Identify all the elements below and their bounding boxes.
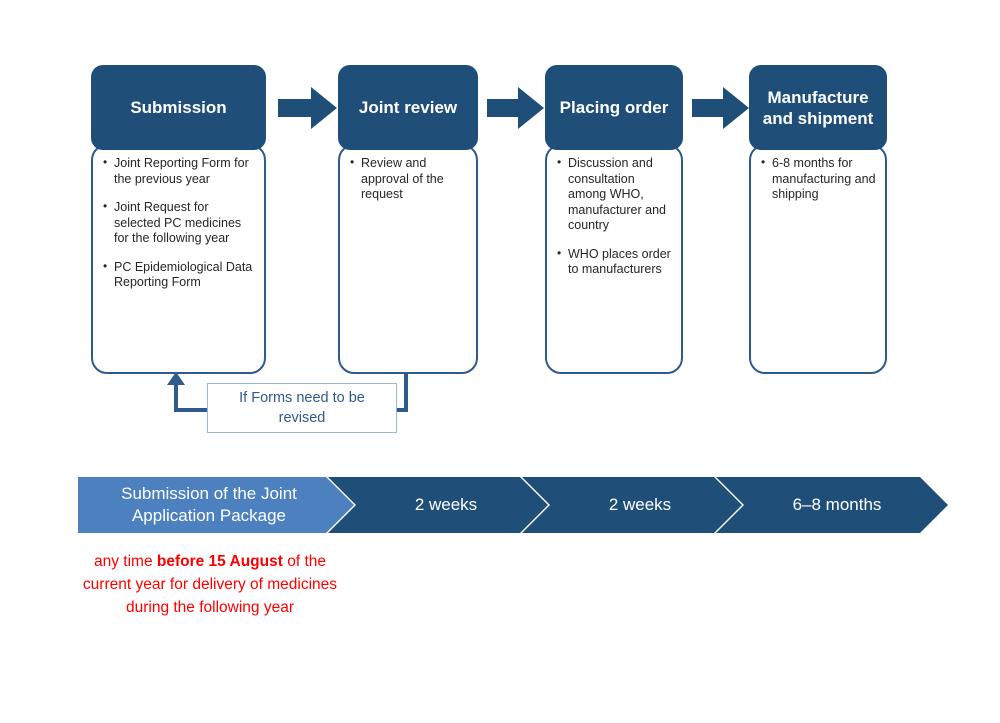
feedback-condition-label: If Forms need to be revised	[239, 390, 365, 426]
list-item: Joint Request for selected PC medicines …	[101, 199, 256, 247]
list-item: Review and approval of the request	[348, 155, 468, 203]
list-item: 6-8 months for manufacturing and shippin…	[759, 155, 877, 203]
stage-connector-arrow-1	[278, 85, 338, 131]
stage-connector-arrow-3	[692, 85, 750, 131]
feedback-loop-vertical-right	[404, 374, 408, 412]
timeline-bar: Submission of the Joint Application Pack…	[78, 477, 950, 533]
timeline-segment-label: Submission of the Joint Application Pack…	[121, 484, 297, 525]
stage-title: Joint review	[358, 98, 458, 117]
note-line-1-bold: before 15 August	[156, 553, 283, 570]
timeline-segment-3-shape	[522, 477, 742, 533]
stage-connector-arrow-2	[487, 85, 545, 131]
stage-title: Submission	[130, 98, 227, 117]
timeline-segment-1-shape	[78, 477, 354, 533]
bullet-list: Review and approval of the request	[348, 155, 468, 203]
feedback-condition-box[interactable]: If Forms need to be revised	[207, 383, 397, 433]
timeline-segment-label: 2 weeks	[608, 495, 672, 514]
stage-body-joint-review: Review and approval of the request	[338, 144, 478, 374]
stage-title: Manufacture and shipment	[762, 87, 874, 128]
timeline-segment-4[interactable]: 6–8 months	[744, 477, 930, 533]
list-item: PC Epidemiological Data Reporting Form	[101, 259, 256, 291]
right-arrow-icon	[692, 87, 749, 129]
stage-header-joint-review[interactable]: Joint review	[338, 65, 478, 150]
stage-body-placing-order: Discussion and consultation among WHO, m…	[545, 144, 683, 374]
timeline-shapes	[78, 477, 948, 533]
note-line-2: current year for delivery of medicines	[82, 576, 338, 593]
right-arrow-icon	[278, 87, 337, 129]
note-line-3: during the following year	[125, 599, 295, 616]
timeline-segment-4-shape	[716, 477, 948, 533]
stage-title: Placing order	[559, 98, 669, 117]
list-item: Discussion and consultation among WHO, m…	[555, 155, 673, 234]
list-item: Joint Reporting Form for the previous ye…	[101, 155, 256, 187]
right-arrow-icon	[487, 87, 544, 129]
submission-deadline-note: any time before 15 August of the current…	[20, 550, 400, 619]
note-line-1-pre: any time	[93, 553, 157, 570]
note-line-1: any time before 15 August of the	[20, 550, 400, 573]
list-item: WHO places order to manufacturers	[555, 246, 673, 278]
stage-body-submission: Joint Reporting Form for the previous ye…	[91, 144, 266, 374]
note-line-1-post: of the	[282, 553, 326, 570]
timeline-segment-label: 6–8 months	[792, 495, 882, 514]
feedback-loop-arrowhead-icon	[167, 372, 185, 385]
feedback-loop-vertical-left	[174, 384, 178, 412]
stage-header-placing-order[interactable]: Placing order	[545, 65, 683, 150]
stage-header-manufacture-and-shipment[interactable]: Manufacture and shipment	[749, 65, 887, 150]
bullet-list: Discussion and consultation among WHO, m…	[555, 155, 673, 278]
timeline-segment-1[interactable]: Submission of the Joint Application Pack…	[78, 477, 340, 533]
timeline-segment-3[interactable]: 2 weeks	[550, 477, 730, 533]
bullet-list: Joint Reporting Form for the previous ye…	[101, 155, 256, 291]
bullet-list: 6-8 months for manufacturing and shippin…	[759, 155, 877, 203]
timeline-segment-label: 2 weeks	[414, 495, 478, 514]
timeline-segment-2-shape	[328, 477, 548, 533]
stage-header-submission[interactable]: Submission	[91, 65, 266, 150]
timeline-segment-2[interactable]: 2 weeks	[356, 477, 536, 533]
stage-body-manufacture-and-shipment: 6-8 months for manufacturing and shippin…	[749, 144, 887, 374]
